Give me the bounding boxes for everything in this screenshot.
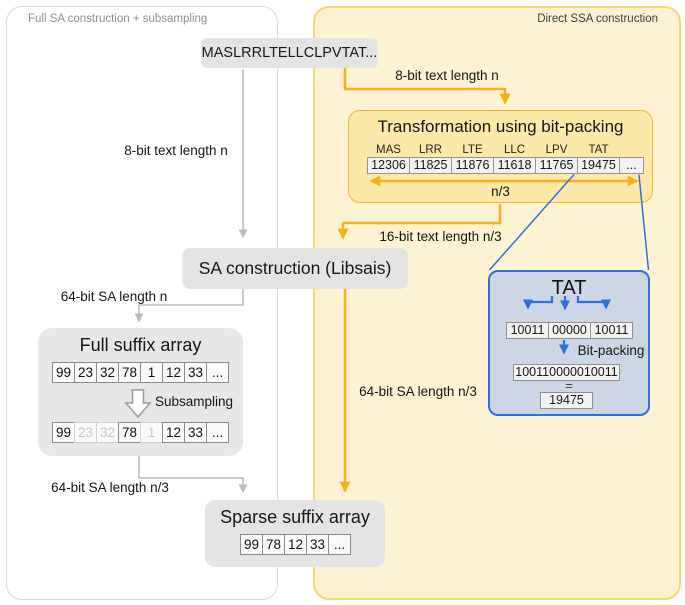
right-panel-title: Direct SSA construction bbox=[537, 13, 658, 25]
codon-label: LPV bbox=[545, 144, 568, 156]
sa-cell: 1 bbox=[140, 362, 163, 383]
sa-cell: 33 bbox=[184, 362, 207, 383]
packed-value-cell: 12306 bbox=[367, 157, 410, 174]
sa-cell-ellipsis: ... bbox=[206, 422, 229, 443]
packed-bits-cell: 100110000010011 bbox=[513, 364, 620, 381]
sa-construction-title: SA construction (Libsais) bbox=[198, 258, 392, 278]
sa-cell: 99 bbox=[52, 422, 75, 443]
codon-label: MAS bbox=[376, 144, 401, 156]
sa-cell: 23 bbox=[74, 362, 97, 383]
edge-label-8bit-right: 8-bit text length n bbox=[395, 68, 499, 83]
codon-label: TAT bbox=[588, 144, 609, 156]
transformation-box: Transformation using bit-packing MAS LRR L… bbox=[348, 110, 653, 203]
sa-cell: 78 bbox=[118, 422, 141, 443]
sa-construction-box: SA construction (Libsais) bbox=[182, 248, 408, 289]
edge-label-64bit-n3-right: 64-bit SA length n/3 bbox=[359, 384, 477, 399]
sa-cell-dropped: 1 bbox=[140, 422, 163, 443]
codon-label: LLC bbox=[503, 144, 526, 156]
sa-cell: 12 bbox=[284, 534, 307, 555]
sa-cell: 12 bbox=[162, 362, 185, 383]
packed-value-cell-ellipsis: ... bbox=[619, 157, 644, 174]
transformation-title: Transformation using bit-packing bbox=[377, 117, 624, 136]
equals-sign: = bbox=[565, 378, 573, 393]
packed-value-cell: 11618 bbox=[493, 157, 536, 174]
edge-label-64bit-n3-left: 64-bit SA length n/3 bbox=[51, 480, 169, 495]
edge-label-8bit-left: 8-bit text length n bbox=[124, 143, 228, 158]
packed-value-cell: 11825 bbox=[409, 157, 452, 174]
sa-cell: 32 bbox=[96, 362, 119, 383]
bit-cell: 00000 bbox=[548, 322, 591, 339]
codon-label: LRR bbox=[418, 144, 442, 156]
bitpack-detail-title: TAT bbox=[551, 277, 587, 299]
packed-value-cell: 19475 bbox=[577, 157, 620, 174]
sa-cell: 99 bbox=[240, 534, 263, 555]
bit-cell: 10011 bbox=[506, 322, 549, 339]
codon-label: LTE bbox=[462, 144, 483, 156]
edge-label-16bit: 16-bit text length n/3 bbox=[379, 229, 502, 244]
sa-cell-dropped: 23 bbox=[74, 422, 97, 443]
input-sequence-box: MASLRRLTELLCLPVTAT... bbox=[201, 38, 378, 68]
codon-labels-row: MAS LRR LTE LLC LPV TAT bbox=[367, 140, 619, 158]
edge-label-64bit-n: 64-bit SA length n bbox=[60, 289, 168, 304]
sa-cell: 33 bbox=[306, 534, 329, 555]
bit-cell: 10011 bbox=[590, 322, 633, 339]
sa-cell-ellipsis: ... bbox=[206, 362, 229, 383]
sa-cell-dropped: 32 bbox=[96, 422, 119, 443]
sparse-suffix-array-title: Sparse suffix array bbox=[220, 507, 370, 527]
left-panel-title: Full SA construction + subsampling bbox=[28, 13, 208, 25]
packed-result-cell: 19475 bbox=[540, 392, 593, 409]
sa-cell: 33 bbox=[184, 422, 207, 443]
subsampling-label: Subsampling bbox=[155, 394, 234, 409]
sa-cell-ellipsis: ... bbox=[328, 534, 351, 555]
bitpacking-arrow-label: Bit-packing bbox=[577, 343, 645, 358]
sa-cell: 78 bbox=[118, 362, 141, 383]
full-suffix-array-title: Full suffix array bbox=[79, 335, 202, 355]
input-sequence-text: MASLRRLTELLCLPVTAT... bbox=[201, 45, 378, 61]
sa-cell: 78 bbox=[262, 534, 285, 555]
packed-value-cell: 11876 bbox=[451, 157, 494, 174]
sa-cell: 12 bbox=[162, 422, 185, 443]
packed-value-cell: 11765 bbox=[535, 157, 578, 174]
n3-span-label: n/3 bbox=[491, 184, 510, 199]
sa-cell: 99 bbox=[52, 362, 75, 383]
